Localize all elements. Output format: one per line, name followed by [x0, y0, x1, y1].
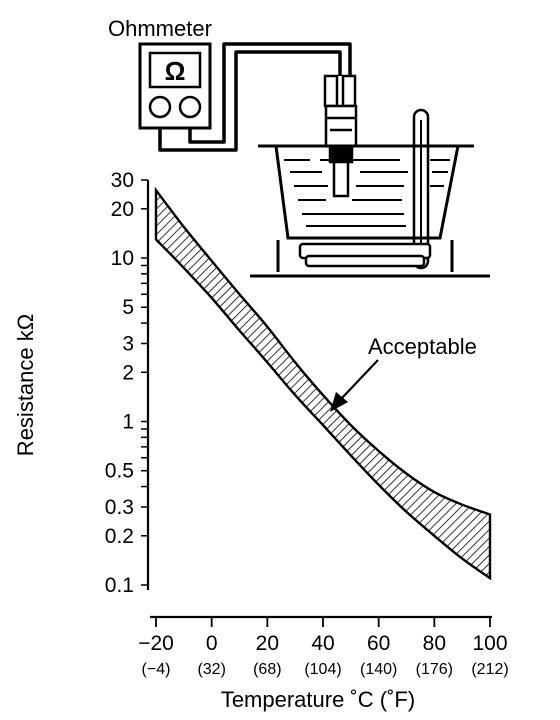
ohmmeter: Ω	[138, 42, 212, 130]
x-tick-label-fahrenheit: (32)	[197, 661, 225, 678]
y-tick-label: 20	[111, 198, 134, 221]
y-tick-label: 2	[122, 361, 134, 384]
meter-terminal-right	[178, 95, 202, 119]
y-tick-label: 1	[122, 411, 134, 434]
meter-terminal-left	[148, 95, 172, 119]
y-tick-label: 5	[122, 296, 134, 319]
burner	[250, 242, 490, 278]
x-tick-label-fahrenheit: (140)	[360, 661, 397, 678]
temperature-sensor	[323, 74, 358, 198]
x-tick-label: 20	[256, 632, 279, 655]
x-tick-label-fahrenheit: (176)	[416, 661, 453, 678]
y-tick-label: 10	[111, 247, 134, 270]
x-tick-label: 60	[367, 632, 390, 655]
y-tick-label: 0.1	[105, 574, 134, 597]
x-tick-label-fahrenheit: (−4)	[142, 661, 171, 678]
water	[284, 159, 450, 227]
x-tick-label: 100	[472, 632, 507, 655]
y-tick-label: 0.3	[105, 496, 134, 519]
x-axis-label: Temperature ˚C (˚F)	[221, 687, 415, 712]
test-leads	[158, 42, 352, 152]
acceptable-resistance-band	[154, 186, 492, 581]
x-tick-label: −20	[138, 632, 174, 655]
y-tick-label: 30	[111, 169, 134, 192]
x-tick-label: 0	[206, 632, 218, 655]
y-tick-label: 0.2	[105, 525, 134, 548]
y-axis-label: Resistance kΩ	[13, 314, 38, 456]
y-tick-label: 3	[122, 332, 134, 355]
y-ticks: 30 20 10 5 3 2 1 0.5 0.3 0.2 0.1	[105, 169, 148, 597]
water-container	[258, 144, 474, 272]
annotation-acceptable: Acceptable	[368, 334, 477, 359]
x-tick-label: 40	[311, 632, 334, 655]
ohm-symbol: Ω	[165, 56, 186, 86]
x-tick-label: 80	[423, 632, 446, 655]
annotation-arrow	[330, 359, 379, 412]
x-tick-label-fahrenheit: (104)	[304, 661, 341, 678]
x-ticks: −20 (−4) 0 (32) 20 (68) 40 (104) 60 (140) 80 (176) 1…	[138, 617, 509, 678]
y-tick-label: 0.5	[105, 460, 134, 483]
ohmmeter-label: Ohmmeter	[108, 16, 212, 41]
test-setup-illustration: Ohmmeter Ω	[108, 16, 490, 278]
chart: 30 20 10 5 3 2 1 0.5 0.3 0.2 0.1 −20 (−4) 0 (32) 20 (68…	[13, 169, 509, 712]
x-tick-label-fahrenheit: (68)	[253, 661, 281, 678]
x-tick-label-fahrenheit: (212)	[471, 661, 508, 678]
